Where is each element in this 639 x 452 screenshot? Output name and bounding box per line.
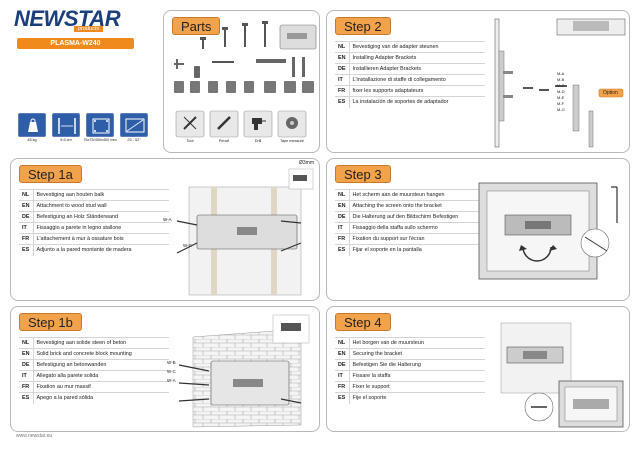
drill-icon — [250, 115, 266, 136]
tool-label-drill: Drill — [254, 139, 262, 143]
step2-label-me: M-E — [557, 95, 565, 100]
step2-label-mf: M-F — [557, 101, 565, 106]
tool-label-tape: Tape measure — [279, 139, 305, 143]
step1b-label-wc: W-C — [167, 369, 176, 374]
drill-size-label: Ø3mm — [299, 160, 314, 166]
vesa-icon — [86, 113, 114, 137]
wall-distance-icon — [52, 113, 80, 137]
step1a-label-wc: W-C — [183, 243, 192, 248]
tool-label-pencil: Pencil — [218, 139, 230, 143]
step2-option-label: Option — [603, 90, 618, 96]
model-badge: PLASMA-W240 — [17, 38, 134, 49]
step2-label-ma: M-A — [557, 71, 565, 76]
screen-size-icon — [120, 113, 148, 137]
spec-weight-label: 45 kg — [27, 138, 37, 142]
step1b-title: Step 1b — [19, 313, 82, 331]
step1a-title: Step 1a — [19, 165, 82, 183]
tape-measure-icon — [284, 115, 300, 136]
brand-name: NEWSTAR — [14, 6, 121, 31]
website: www.newstar.eu — [16, 433, 53, 439]
spec-vesa-label: 75x75/400x400 mm — [83, 138, 117, 142]
spec-distance-label: 9.6 cm — [60, 138, 72, 142]
step1a-label-wa: W-A — [163, 217, 172, 222]
weight-icon — [18, 113, 46, 137]
step1b-label-wa: W-A — [167, 378, 176, 383]
screwdriver-icon — [182, 115, 198, 136]
step2-label-md: M-D — [557, 89, 565, 94]
step2-label-mc: M-C — [557, 83, 565, 88]
brand-logo: NEWSTAR products — [14, 6, 121, 32]
parts-title: Parts — [172, 17, 221, 35]
parts-panel: Parts — [163, 10, 320, 153]
step1b-label-wb: W-B — [167, 360, 176, 365]
step2-label-mb: M-B — [557, 77, 565, 82]
step3-title: Step 3 — [335, 165, 391, 183]
step4-title: Step 4 — [335, 313, 391, 331]
pencil-icon — [216, 115, 232, 136]
parts-illustration — [174, 21, 317, 138]
step2-label-mg: M-G — [557, 107, 565, 112]
brand-tagline: products — [74, 26, 104, 32]
tool-label-screwdriver: Tool — [186, 139, 194, 143]
spec-screen-label: 23 - 52" — [127, 138, 141, 142]
step2-title: Step 2 — [335, 17, 391, 35]
